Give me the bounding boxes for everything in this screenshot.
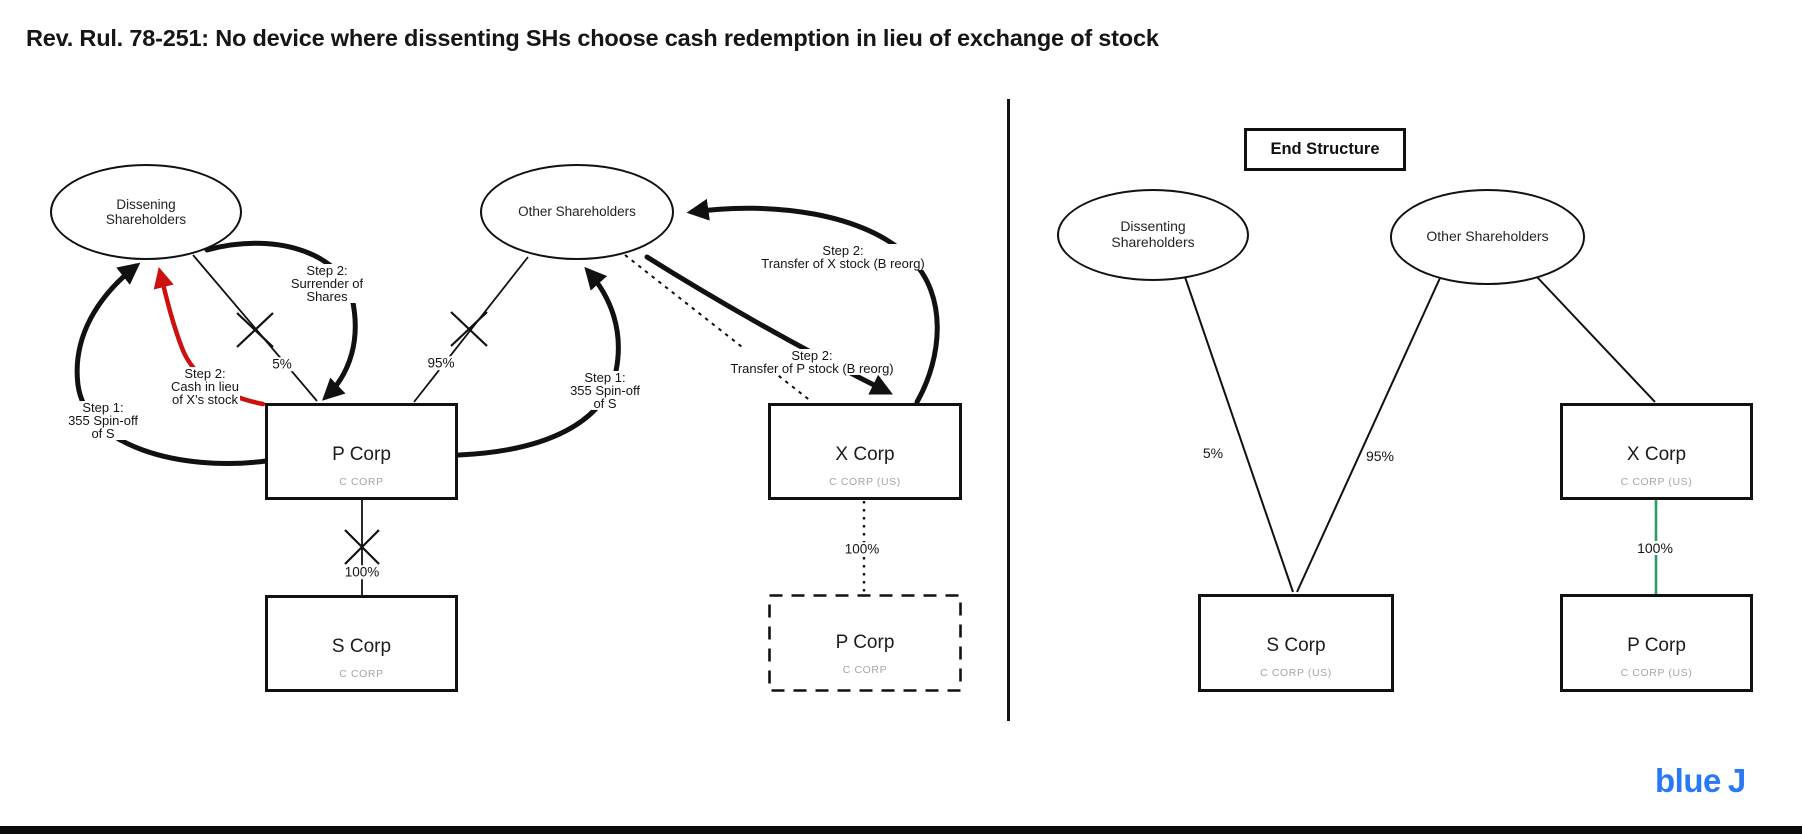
corp-name: P Corp: [332, 444, 391, 465]
label-pct-100-dotted: 100%: [842, 541, 882, 557]
label-step2-transfer-x: Step 2: Transfer of X stock (B reorg): [760, 243, 926, 271]
label-pct-95-left: 95%: [425, 355, 457, 371]
node-pcorp-dashed-left: P Corp C CORP: [768, 594, 962, 692]
node-dissenting-shareholders-left: Dissening Shareholders: [50, 164, 242, 260]
node-label: Other Shareholders: [518, 204, 636, 220]
label-pct-5-left: 5%: [270, 356, 294, 372]
node-scorp-left: S Corp C CORP: [265, 595, 458, 692]
arrow-step1-spinoff-to-othersh: [456, 266, 621, 458]
logo-blue-text: blue: [1655, 762, 1721, 799]
node-label: Dissenting Shareholders: [1111, 218, 1195, 250]
node-xcorp-right: X Corp C CORP (US): [1560, 403, 1753, 500]
label-step1-spinoff-left: Step 1: 355 Spin-off of S: [67, 400, 139, 441]
end-structure-label: End Structure: [1270, 140, 1380, 158]
edge-right-dissenting-to-scorp: [1184, 276, 1294, 593]
cross-100pct: [344, 529, 380, 565]
corp-type: C CORP (US): [829, 475, 901, 488]
node-other-shareholders-left: Other Shareholders: [480, 164, 674, 260]
end-structure-heading: End Structure: [1244, 128, 1406, 171]
label-pct-100-left: 100%: [342, 564, 382, 580]
arrow-step1-spinoff-to-dissenting: [74, 262, 269, 466]
logo-j-text: J: [1727, 762, 1746, 799]
label-step2-transfer-p: Step 2: Transfer of P stock (B reorg): [729, 348, 895, 376]
node-label: Dissening Shareholders: [105, 196, 187, 227]
node-pcorp-right: P Corp C CORP (US): [1560, 594, 1753, 692]
corp-type: C CORP: [842, 663, 888, 676]
node-scorp-right: S Corp C CORP (US): [1198, 594, 1394, 692]
page-title: Rev. Rul. 78-251: No device where dissen…: [26, 25, 1159, 51]
edge-dissenting-to-pcorp-5pct: [192, 254, 318, 402]
node-pcorp-left: P Corp C CORP: [265, 403, 458, 500]
cross-5pct: [236, 312, 274, 348]
corp-name: P Corp: [1627, 635, 1686, 656]
label-pct-100-right: 100%: [1635, 540, 1675, 556]
label-step2-surrender: Step 2: Surrender of Shares: [289, 263, 365, 304]
label-step1-spinoff-right: Step 1: 355 Spin-off of S: [569, 370, 641, 411]
section-divider: [1007, 99, 1010, 721]
corp-name: X Corp: [1626, 444, 1687, 465]
pcorp-dashed-box-outline: [768, 594, 962, 692]
corp-type: C CORP (US): [1620, 666, 1693, 679]
bottom-bar: [0, 826, 1802, 834]
node-dissenting-shareholders-right: Dissenting Shareholders: [1057, 189, 1249, 281]
corp-type: C CORP: [339, 667, 384, 680]
label-pct-5-right: 5%: [1200, 445, 1226, 461]
edge-othersh-to-xcorp-dashed: [624, 254, 813, 403]
corp-name: S Corp: [1266, 635, 1326, 656]
edge-right-othersh-to-scorp: [1296, 277, 1441, 593]
cross-95pct: [450, 311, 488, 347]
corp-name: P Corp: [835, 632, 895, 653]
corp-type: C CORP: [339, 475, 384, 488]
corp-type: C CORP (US): [1260, 666, 1332, 679]
corp-name: S Corp: [331, 636, 392, 657]
node-xcorp-left: X Corp C CORP (US): [768, 403, 962, 500]
label-step2-cash-in-lieu: Step 2: Cash in lieu of X's stock: [170, 366, 240, 407]
label-pct-95-right: 95%: [1363, 448, 1397, 464]
corp-name: X Corp: [835, 444, 895, 465]
node-other-shareholders-right: Other Shareholders: [1390, 189, 1585, 285]
corp-type: C CORP (US): [1620, 475, 1693, 488]
edge-right-othersh-to-xcorp: [1536, 276, 1656, 403]
node-label: Other Shareholders: [1426, 228, 1549, 245]
